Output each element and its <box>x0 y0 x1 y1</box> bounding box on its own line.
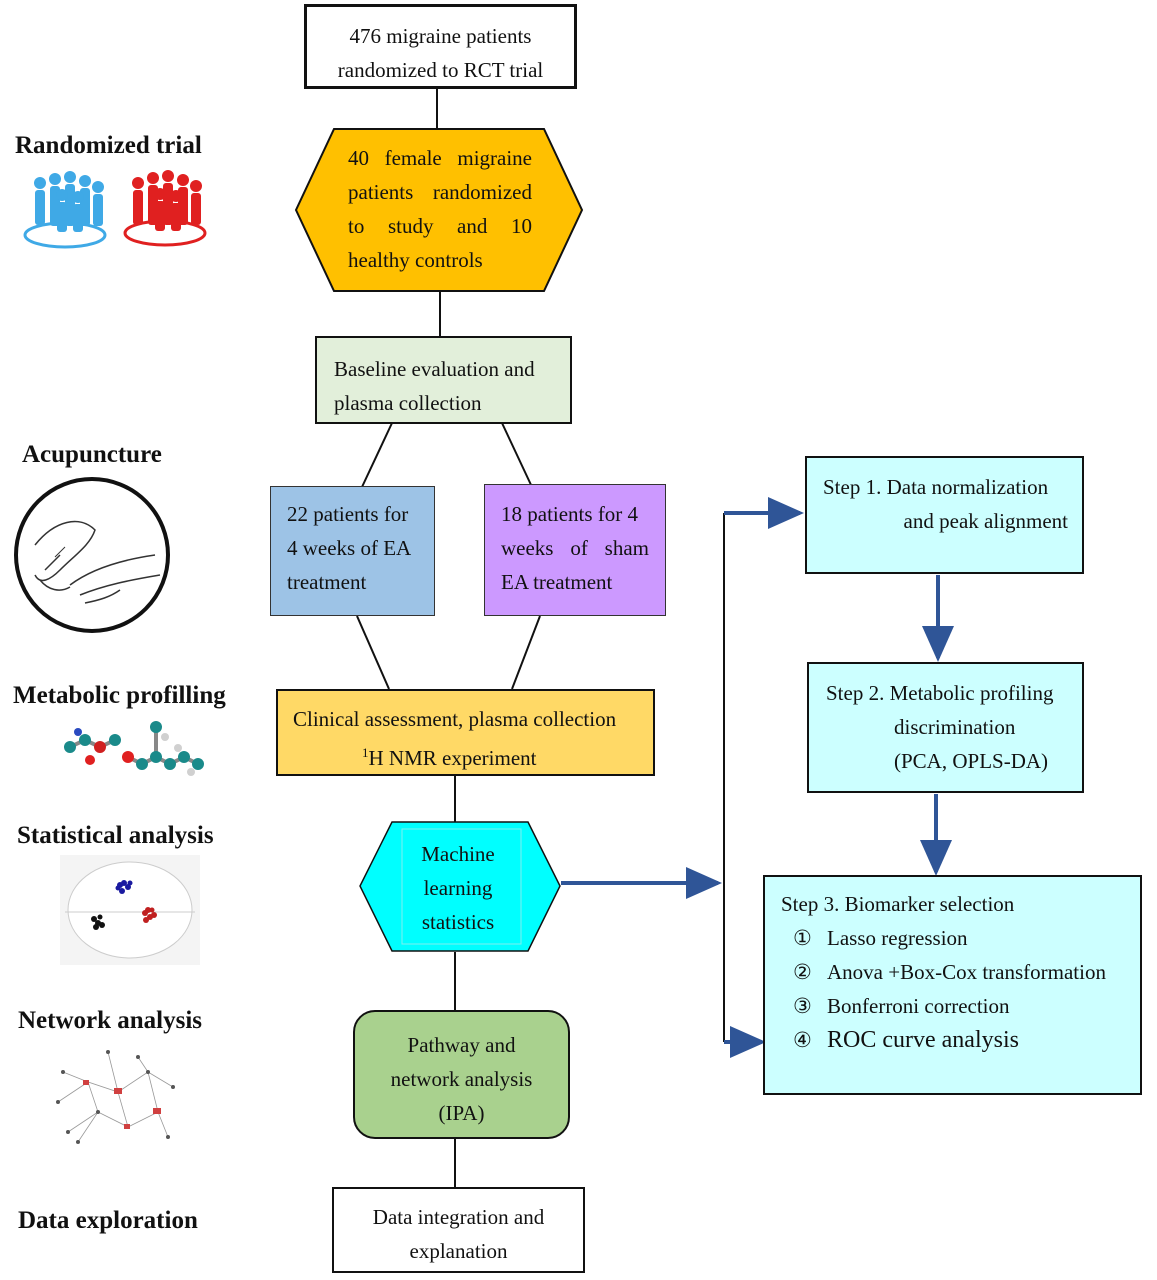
step3-box: Step 3. Biomarker selection ① Lasso regre… <box>763 875 1142 1095</box>
baseline-box: Baseline evaluation and plasma collectio… <box>315 336 572 424</box>
step3-item: ① Lasso regression <box>781 921 1140 955</box>
step3-item: ④ ROC curve analysis <box>781 1023 1140 1057</box>
ea-group-box: 22 patients for 4 weeks of EA treatment <box>270 486 435 616</box>
crowd-illustration <box>23 170 207 249</box>
step1-box: Step 1. Data normalization and peak alig… <box>805 456 1084 574</box>
ml-line-3: statistics <box>421 910 495 934</box>
ml-line-1: Machine <box>421 842 495 866</box>
clinical-superscript: 1 <box>362 745 369 760</box>
step3-item-number: ③ <box>793 994 812 1018</box>
network-graph-illustration <box>48 1042 183 1152</box>
scatter-plot-illustration <box>60 855 200 965</box>
ml-line-2: learning <box>423 876 493 900</box>
integration-line-1: Data integration and <box>372 1205 545 1229</box>
acupuncture-hands-illustration <box>14 477 170 633</box>
step2-box: Step 2. Metabolic profiling discriminati… <box>807 662 1084 793</box>
step3-item-text: Bonferroni correction <box>827 994 1010 1018</box>
connector-baseline-to-sham <box>501 422 533 488</box>
integration-box: Data integration and explanation <box>332 1187 585 1273</box>
sham-group-box: 18 patients for 4 weeks of sham EA treat… <box>484 484 666 616</box>
clinical-assessment-box: Clinical assessment, plasma collection 1… <box>276 689 655 776</box>
label-metabolic-profiling: Metabolic profilling <box>13 682 226 709</box>
step1-line-1: Step 1. Data normalization <box>823 475 1049 499</box>
step3-item-number: ① <box>793 926 812 950</box>
pathway-line-2: network analysis <box>390 1067 533 1091</box>
machine-learning-hexagon: Machine learning statistics <box>358 820 562 953</box>
step2-line-2: discrimination <box>894 715 1016 739</box>
randomization-line-2: patients randomized <box>348 180 532 204</box>
ea-group-line-3: treatment <box>287 570 367 594</box>
step3-item: ② Anova +Box-Cox transformation <box>781 955 1140 989</box>
randomization-text: 40 female migraine patients randomized t… <box>348 141 532 277</box>
step3-item-text: ROC curve analysis <box>827 1027 1019 1053</box>
step3-item: ③ Bonferroni correction <box>781 989 1140 1023</box>
randomization-line-1: 40 female migraine <box>348 146 532 170</box>
step3-item-text: Lasso regression <box>827 926 968 950</box>
baseline-line-1: Baseline evaluation and <box>334 357 535 381</box>
step3-item-number: ② <box>793 960 812 984</box>
recruitment-line-1: 476 migraine patients <box>349 24 532 48</box>
clinical-line-2: 1H NMR experiment <box>293 736 653 775</box>
label-network-analysis: Network analysis <box>18 1007 203 1034</box>
connector-sham-to-clinical <box>511 615 541 690</box>
integration-line-2: explanation <box>409 1239 508 1263</box>
molecule-illustration <box>64 721 204 776</box>
step3-title: Step 3. Biomarker selection <box>781 892 1015 916</box>
sham-group-line-1: 18 patients for 4 <box>501 502 639 526</box>
sham-group-line-2: weeks of sham <box>501 536 649 560</box>
label-randomized-trial: Randomized trial <box>15 132 202 159</box>
step3-item-text: Anova +Box-Cox transformation <box>827 960 1106 984</box>
recruitment-line-2: randomized to RCT trial <box>337 58 544 82</box>
step2-line-1: Step 2. Metabolic profiling <box>826 681 1054 705</box>
recruitment-box: 476 migraine patients randomized to RCT … <box>304 4 577 89</box>
connector-baseline-to-ea <box>361 422 393 488</box>
baseline-line-2: plasma collection <box>334 391 482 415</box>
ea-group-line-2: 4 weeks of EA <box>287 536 412 560</box>
clinical-line-1: Clinical assessment, plasma collection <box>293 707 617 731</box>
step2-line-3: (PCA, OPLS-DA) <box>894 749 1049 773</box>
label-acupuncture: Acupuncture <box>22 441 162 468</box>
ea-group-line-1: 22 patients for <box>287 502 409 526</box>
machine-learning-text: Machine learning statistics <box>400 837 516 939</box>
connector-ea-to-clinical <box>356 615 390 690</box>
randomization-hexagon: 40 female migraine patients randomized t… <box>294 127 584 293</box>
pathway-box: Pathway and network analysis (IPA) <box>353 1010 570 1139</box>
clinical-line-2-text: H NMR experiment <box>368 746 537 770</box>
step3-item-number: ④ <box>793 1028 812 1052</box>
label-statistical-analysis: Statistical analysis <box>17 822 214 849</box>
sham-group-line-3: EA treatment <box>501 570 613 594</box>
pathway-line-3: (IPA) <box>438 1101 485 1125</box>
step1-line-2: and peak alignment <box>903 509 1068 533</box>
label-data-exploration: Data exploration <box>18 1207 198 1234</box>
pathway-line-1: Pathway and <box>407 1033 516 1057</box>
randomization-line-3: to study and 10 <box>348 214 532 238</box>
randomization-line-4: healthy controls <box>348 248 483 272</box>
